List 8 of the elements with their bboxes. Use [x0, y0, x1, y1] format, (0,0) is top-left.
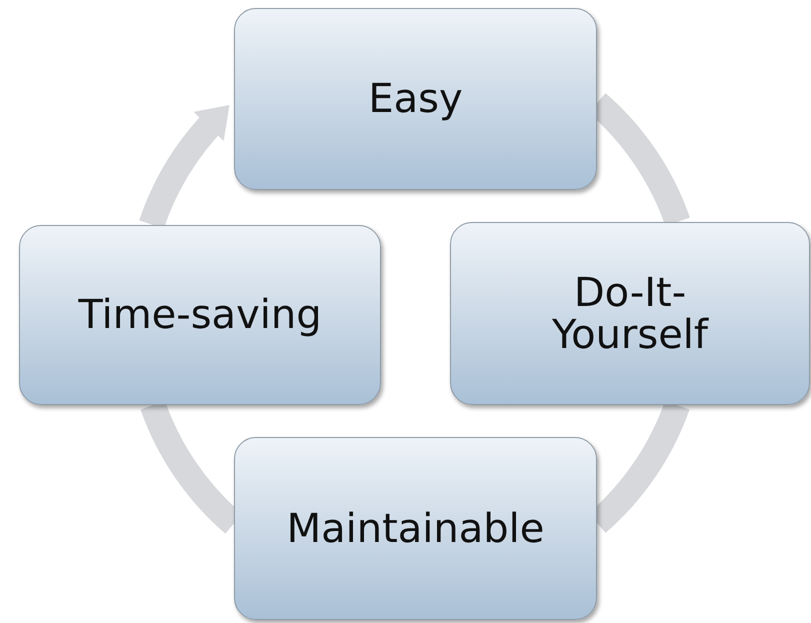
- box-label: Maintainable: [286, 508, 544, 550]
- process-box: [234, 8, 597, 190]
- box-label: Easy: [368, 78, 463, 120]
- process-box: [234, 437, 597, 620]
- box-label: Do-It-Yourself: [550, 272, 710, 356]
- process-box: [19, 225, 381, 405]
- box-label: Time-saving: [78, 294, 322, 336]
- process-box: [450, 222, 810, 405]
